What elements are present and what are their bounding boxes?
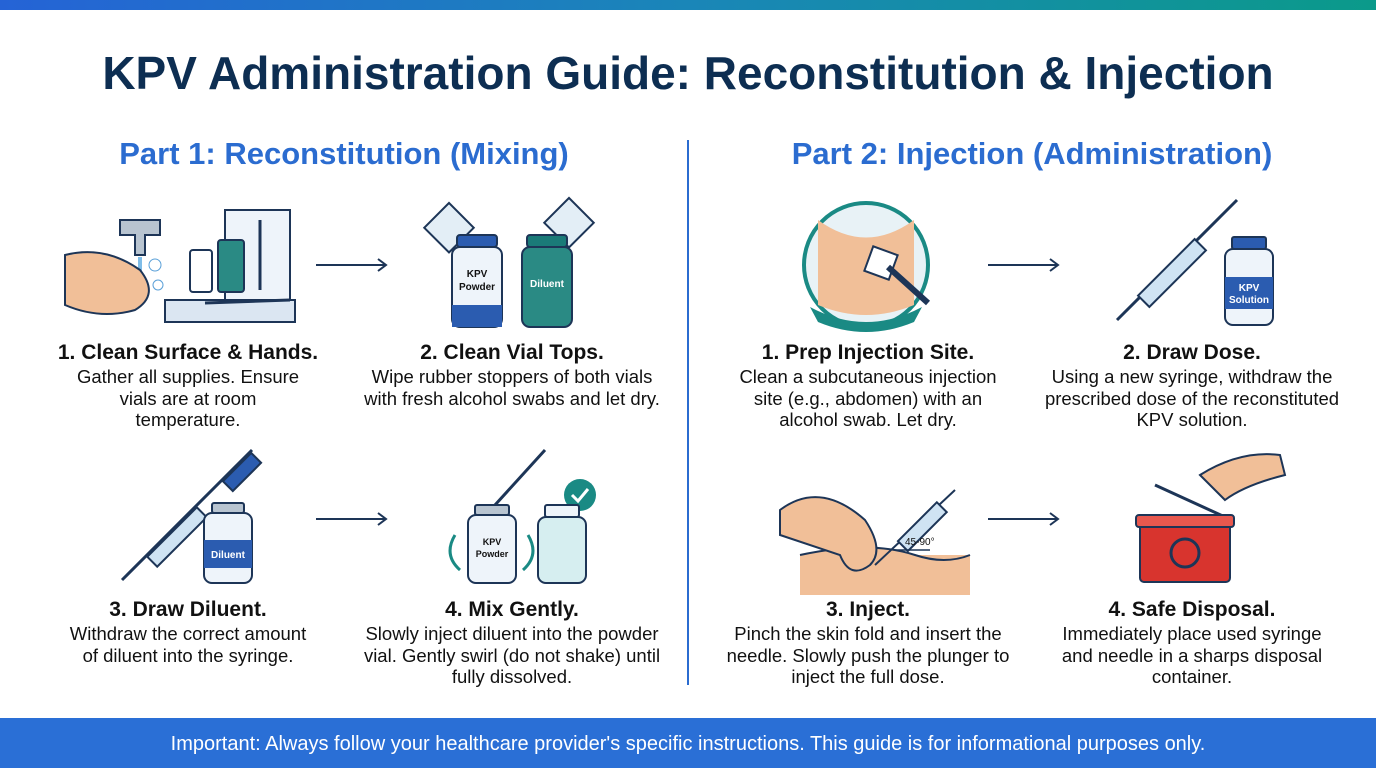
arrow-right-icon xyxy=(988,512,1060,526)
step-title: 1. Clean Surface & Hands. xyxy=(57,341,319,364)
part1-step-3: 3. Draw Diluent. Withdraw the correct am… xyxy=(33,597,343,666)
step-title: 3. Draw Diluent. xyxy=(109,598,267,621)
step-description: Pinch the skin fold and insert the needl… xyxy=(726,623,1010,687)
page-title: KPV Administration Guide: Reconstitution… xyxy=(102,47,1274,99)
step-description: Clean a subcutaneous injection site (e.g… xyxy=(739,366,997,430)
prep-injection-site-illustration xyxy=(802,201,931,332)
clean-hands-illustration xyxy=(64,209,296,323)
svg-text:Solution: Solution xyxy=(1229,295,1269,306)
step-description: Wipe rubber stoppers of both vials with … xyxy=(364,366,660,409)
step-title: 4. Safe Disposal. xyxy=(1108,598,1276,621)
step-description: Gather all supplies. Ensure vials are at… xyxy=(76,366,300,430)
svg-text:Powder: Powder xyxy=(476,549,509,559)
part1-heading: Part 1: Reconstitution (Mixing) xyxy=(119,136,569,171)
svg-text:KPV: KPV xyxy=(467,269,488,280)
svg-text:45-90°: 45-90° xyxy=(905,537,935,548)
part2-heading: Part 2: Injection (Administration) xyxy=(791,136,1273,171)
safe-disposal-illustration xyxy=(1135,453,1287,583)
step-description: Immediately place used syringe and needl… xyxy=(1061,623,1323,687)
step-description: Slowly inject diluent into the powder vi… xyxy=(363,623,661,687)
part1-step-2: 2. Clean Vial Tops. Wipe rubber stoppers… xyxy=(357,340,667,409)
part2-step-2: 2. Draw Dose. Using a new syringe, withd… xyxy=(1032,340,1352,431)
arrow-right-icon xyxy=(988,258,1060,272)
svg-text:KPV: KPV xyxy=(483,537,502,547)
part1-step-4: 4. Mix Gently. Slowly inject diluent int… xyxy=(357,597,667,688)
part2-step-4: 4. Safe Disposal. Immediately place used… xyxy=(1037,597,1347,688)
svg-text:KPV: KPV xyxy=(1239,283,1260,294)
mix-gently-illustration: KPV Powder xyxy=(448,448,596,584)
arrow-right-icon xyxy=(316,512,388,526)
svg-text:Diluent: Diluent xyxy=(530,279,565,290)
disclaimer-footer: Important: Always follow your healthcare… xyxy=(0,718,1376,768)
svg-text:Powder: Powder xyxy=(459,282,495,293)
step-title: 2. Clean Vial Tops. xyxy=(420,341,604,364)
step-description: Withdraw the correct amount of diluent i… xyxy=(69,623,307,666)
section-divider xyxy=(687,140,689,685)
part2-step-1: 1. Prep Injection Site. Clean a subcutan… xyxy=(713,340,1023,431)
svg-text:Diluent: Diluent xyxy=(211,550,246,561)
draw-dose-illustration: KPV Solution xyxy=(1115,198,1274,326)
inject-illustration: 45-90° xyxy=(779,489,971,595)
part1-step-1: 1. Clean Surface & Hands. Gather all sup… xyxy=(33,340,343,431)
step-title: 3. Inject. xyxy=(825,598,911,621)
arrow-right-icon xyxy=(316,258,388,272)
part2-step-3: 3. Inject. Pinch the skin fold and inser… xyxy=(713,597,1023,688)
draw-diluent-illustration: Diluent xyxy=(120,448,263,584)
step-title: 1. Prep Injection Site. xyxy=(761,341,975,364)
step-title: 2. Draw Dose. xyxy=(1123,341,1261,364)
step-title: 4. Mix Gently. xyxy=(445,598,579,621)
step-description: Using a new syringe, withdraw the prescr… xyxy=(1044,366,1340,430)
top-gradient-bar xyxy=(0,0,1376,10)
clean-vial-tops-illustration: KPV Powder Diluent xyxy=(422,196,596,328)
